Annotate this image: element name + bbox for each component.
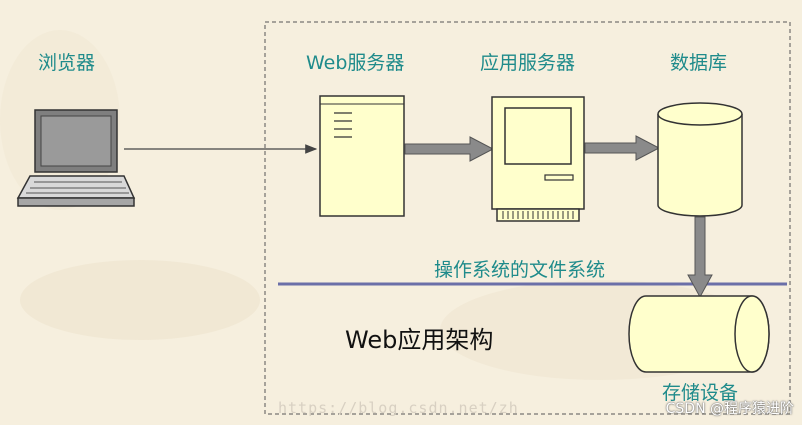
os-filesystem-label: 操作系统的文件系统 [434,259,606,281]
csdn-credit: CSDN @程序猿进阶 [665,401,794,417]
url-watermark: https://blog.csdn.net/zh [278,399,519,417]
computer-icon [491,96,585,222]
database-cylinder-icon [657,102,743,217]
app-server-label: 应用服务器 [480,52,576,74]
web-to-app-arrow [404,136,495,162]
app-to-database-arrow [584,135,661,161]
database-label: 数据库 [670,52,728,74]
architecture-title: Web应用架构 [345,326,494,354]
server-tower-icon [319,95,405,217]
laptop-icon [16,109,136,207]
web-server-label: Web服务器 [306,52,405,74]
storage-cylinder-icon [628,295,770,373]
browser-label: 浏览器 [38,52,96,74]
database-to-storage-arrow [687,216,713,299]
storage-label: 存储设备 [662,382,739,404]
server-boundary [264,21,791,415]
